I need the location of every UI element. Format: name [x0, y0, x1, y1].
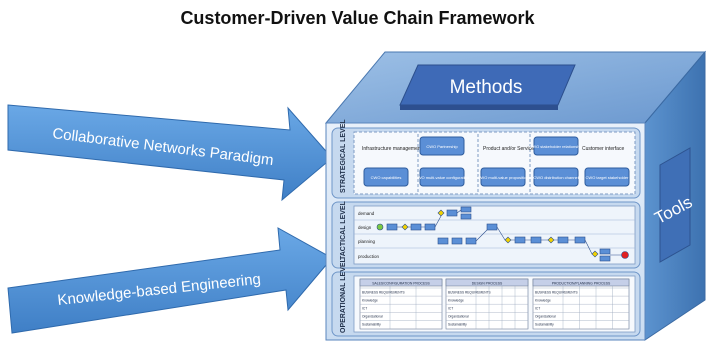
strategic-level-label: STRATEGICAL LEVEL — [340, 119, 347, 193]
op-row-label: ICT — [362, 307, 367, 311]
diagram-title: Customer-Driven Value Chain Framework — [180, 8, 535, 28]
op-row-label: ICT — [448, 307, 453, 311]
group-label-customer: Customer interface — [582, 146, 624, 152]
svg-text:CWO multi-value configuration: CWO multi-value configuration — [415, 175, 469, 180]
op-row-label: BUSINESS REQUIREMENTS — [448, 290, 491, 294]
group-label-product: Product and/or Service — [483, 146, 534, 152]
svg-text:CWO multi-value proposition: CWO multi-value proposition — [478, 175, 529, 180]
op-row-label: Organizational — [535, 315, 556, 319]
strategic-box-capabilities: CWO capabilities — [363, 167, 409, 187]
op-row-label: Sustainability — [535, 323, 554, 327]
svg-text:SALES/CONFIGURATION PROCESS: SALES/CONFIGURATION PROCESS — [372, 282, 430, 286]
strategic-box-multi-value-config: CWO multi-value configuration — [415, 167, 469, 187]
op-row-label: Knowledge — [535, 298, 551, 302]
tactical-level-label: TACTICAL LEVEL — [340, 200, 347, 260]
svg-text:CWO capabilities: CWO capabilities — [371, 175, 402, 180]
tactical-inner — [353, 205, 636, 265]
svg-text:CWO distribution channel: CWO distribution channel — [533, 175, 578, 180]
op-row-label: Organizational — [448, 315, 469, 319]
op-row-label: Organizational — [362, 315, 383, 319]
strategic-box-partnership: CWO Partnership — [419, 136, 465, 156]
lane-planning: planning — [358, 239, 376, 244]
arrow-knowledge-engineering — [7, 227, 333, 334]
strategic-box-multi-value-prop: CWO multi-value proposition — [478, 167, 529, 187]
lane-production: production — [358, 254, 380, 259]
svg-text:DESIGN PROCESS: DESIGN PROCESS — [472, 282, 503, 286]
strategic-box-distribution: CWO distribution channel — [533, 167, 579, 187]
arrow-collaborative-networks — [7, 104, 333, 202]
svg-text:CWO Partnership: CWO Partnership — [426, 144, 458, 149]
tools-plate — [659, 147, 691, 263]
op-row-label: Knowledge — [448, 298, 464, 302]
op-row-label: Sustainability — [362, 323, 381, 327]
op-row-label: BUSINESS REQUIREMENTS — [535, 290, 578, 294]
methods-label: Methods — [450, 77, 523, 98]
svg-text:CWO target stakeholder: CWO target stakeholder — [586, 175, 630, 180]
operational-level-label: OPERATIONAL LEVEL — [340, 257, 347, 333]
svg-text:CWO stakeholder relationship: CWO stakeholder relationship — [529, 144, 583, 149]
strategic-box-stakeholder-rel: CWO stakeholder relationship — [529, 136, 583, 156]
strategic-box-target-stakeholder: CWO target stakeholder — [584, 167, 630, 187]
lane-demand: demand — [358, 211, 375, 216]
group-label-infrastructure: Infrastructure management — [362, 146, 423, 152]
op-row-label: ICT — [535, 307, 540, 311]
op-row-label: Sustainability — [448, 323, 467, 327]
lane-design: design — [358, 225, 372, 230]
tactical-flow — [376, 206, 629, 262]
svg-text:PRODUCTION/PLANNING PROCESS: PRODUCTION/PLANNING PROCESS — [552, 282, 611, 286]
op-row-label: Knowledge — [362, 298, 378, 302]
op-row-label: BUSINESS REQUIREMENTS — [362, 290, 405, 294]
